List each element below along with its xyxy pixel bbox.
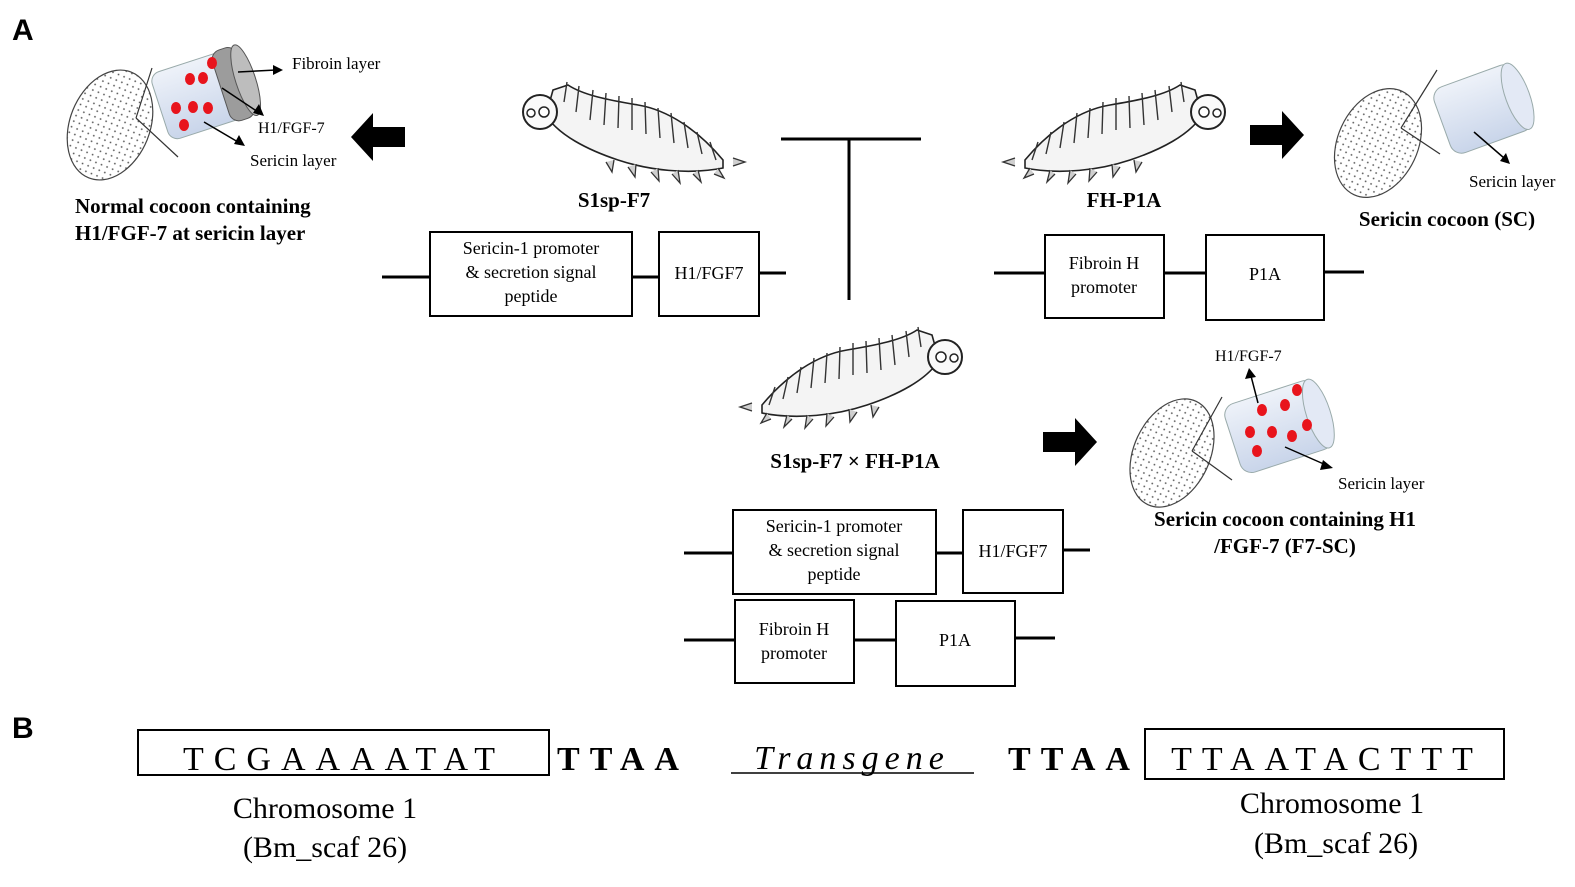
promoter-cross2-line-1: Fibroin H <box>759 619 830 639</box>
left-flank-box <box>137 729 550 776</box>
construct-s1sp: Sericin-1 promoter & secretion signal pe… <box>382 231 786 317</box>
promoter-cross1-line-2: & secretion signal <box>769 540 900 560</box>
promoter-cross2-line-2: promoter <box>761 643 827 663</box>
cocoon-left-caption-1: Normal cocoon containing <box>75 194 311 218</box>
promoter-fh-line-1: Fibroin H <box>1069 253 1140 273</box>
cocoon-right-cylinder-icon <box>1433 62 1535 154</box>
sericin-layer-label-right: Sericin layer <box>1469 172 1556 191</box>
right-flank-box <box>1144 728 1505 780</box>
fibroin-layer-label: Fibroin layer <box>292 54 381 73</box>
cocoon-bottom-shell-icon <box>1129 398 1215 508</box>
cocoon-right-caption: Sericin cocoon (SC) <box>1359 207 1535 231</box>
cross-symbol <box>781 137 921 300</box>
promoter-box-cross-1 <box>732 509 937 595</box>
promoter-box-fh <box>1044 234 1165 319</box>
gene-box-cross-2 <box>895 600 1016 687</box>
cocoon-bottom-cylinder-icon <box>1224 378 1335 474</box>
promoter-box-cross-2 <box>734 599 855 684</box>
sericin-layer-label-left: Sericin layer <box>250 151 337 170</box>
left-chrom-label-1: Chromosome 1 <box>233 792 417 825</box>
ttaa-left: TTAA <box>557 741 689 778</box>
cocoon-left-shell-icon <box>66 69 154 181</box>
panel-label-a: A <box>12 14 34 47</box>
panel-label-b: B <box>12 712 34 745</box>
arrow-bottom-icon <box>1043 418 1097 466</box>
gene-cross1-label: H1/FGF7 <box>978 541 1047 561</box>
construct-fh: Fibroin H promoter P1A <box>994 234 1364 321</box>
right-chrom-label-1: Chromosome 1 <box>1240 787 1424 820</box>
promoter-s1sp-line-2: & secretion signal <box>466 262 597 282</box>
cocoon-bottom: H1/FGF-7 Sericin layer <box>1129 348 1425 508</box>
left-chrom-label-2: (Bm_scaf 26) <box>243 831 407 864</box>
right-flank-seq: TTAATACTTT <box>1171 741 1483 778</box>
gene-s1sp-label: H1/FGF7 <box>674 263 743 283</box>
gene-box-fh <box>1205 234 1325 321</box>
promoter-fh-line-2: promoter <box>1071 277 1137 297</box>
cocoon-left-cylinder-icon <box>151 44 262 140</box>
silkworm-cross-icon <box>739 326 963 429</box>
construct-cross-1: Sericin-1 promoter & secretion signal pe… <box>684 509 1090 595</box>
gene-box-s1sp <box>658 231 760 317</box>
sericin-layer-label-bottom: Sericin layer <box>1338 474 1425 493</box>
gene-box-cross-1 <box>962 509 1064 594</box>
insertion-sequence: TCGAAAATAT TTAA Transgene TTAA TTAATACTT… <box>137 728 1505 864</box>
h1-dots-bottom <box>1245 384 1312 457</box>
cross-name: S1sp-F7 × FH-P1A <box>770 449 940 473</box>
cocoon-bottom-caption-1: Sericin cocoon containing H1 <box>1154 507 1416 531</box>
arrow-left-icon <box>351 113 405 161</box>
cocoon-left: Fibroin layer H1/FGF-7 Sericin layer <box>66 44 381 181</box>
ttaa-right: TTAA <box>1008 741 1140 778</box>
silkworm-fh-icon <box>1002 81 1226 184</box>
right-chrom-label-2: (Bm_scaf 26) <box>1254 827 1418 860</box>
cocoon-bottom-caption-2: /FGF-7 (F7-SC) <box>1213 534 1356 558</box>
promoter-box-s1sp <box>429 231 633 317</box>
cocoon-right: Sericin layer <box>1333 62 1556 198</box>
promoter-cross1-line-1: Sericin-1 promoter <box>766 516 902 536</box>
h1-dots-left <box>171 57 217 131</box>
h1-fgf7-label-bottom: H1/FGF-7 <box>1215 348 1282 365</box>
transgene-label: Transgene <box>754 740 950 777</box>
promoter-cross1-line-3: peptide <box>808 564 861 584</box>
silkworm-s1sp-icon <box>522 81 746 184</box>
gene-cross2-label: P1A <box>939 630 971 650</box>
arrow-right-icon <box>1250 111 1304 159</box>
construct-cross-2: Fibroin H promoter P1A <box>684 599 1055 687</box>
cocoon-right-shell-icon <box>1333 88 1423 198</box>
h1-fgf7-label-left: H1/FGF-7 <box>258 120 325 137</box>
promoter-s1sp-line-1: Sericin-1 promoter <box>463 238 599 258</box>
strain-fh-name: FH-P1A <box>1087 188 1162 212</box>
promoter-s1sp-line-3: peptide <box>505 286 558 306</box>
strain-s1sp-name: S1sp-F7 <box>578 188 650 212</box>
gene-fh-label: P1A <box>1249 264 1281 284</box>
cocoon-left-caption-2: H1/FGF-7 at sericin layer <box>75 221 305 245</box>
left-flank-seq: TCGAAAATAT <box>183 741 505 778</box>
